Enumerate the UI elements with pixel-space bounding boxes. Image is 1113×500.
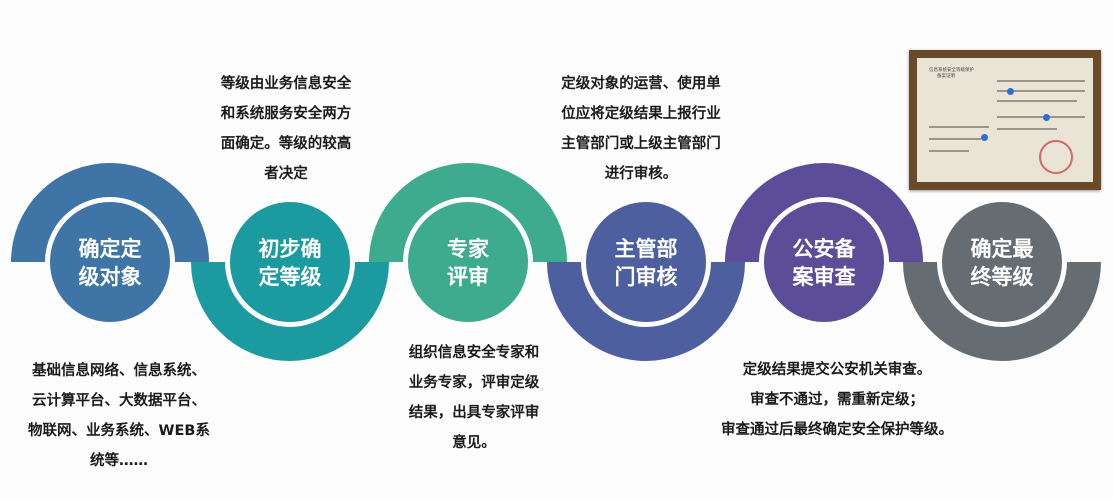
certificate-text-line <box>997 100 1077 102</box>
note-line: 定级对象的运营、使用单 <box>561 76 721 92</box>
step-label-line: 终等级 <box>971 265 1034 289</box>
step-label-line: 主管部 <box>615 237 678 261</box>
flow-arc-1 <box>11 163 209 263</box>
certificate-red-stamp <box>1039 140 1073 174</box>
step-3: 专家评审 <box>408 202 528 322</box>
certificate-photo: 信息系统安全等级保护 备案证明 <box>909 50 1101 190</box>
step-circle <box>408 202 528 322</box>
certificate-text-line <box>929 126 989 128</box>
certificate-text-line <box>997 116 1085 118</box>
note-line: 结果，出具专家评审 <box>408 405 540 421</box>
certificate-blue-dot <box>981 134 988 141</box>
step-circle <box>764 202 884 322</box>
certificate-paper: 信息系统安全等级保护 备案证明 <box>917 58 1093 182</box>
step-circle <box>586 202 706 322</box>
flow-arc-6 <box>903 261 1101 361</box>
step-label-line: 级对象 <box>79 265 142 289</box>
note-line: 等级由业务信息安全 <box>220 76 352 92</box>
note-line: 位应将定级结果上报行业 <box>561 106 721 122</box>
note-line: 意见。 <box>452 435 496 451</box>
flow-arc-5 <box>725 163 923 263</box>
certificate-text-line <box>997 80 1085 82</box>
certificate-blue-dot <box>1007 88 1014 95</box>
note-line: 者决定 <box>264 166 308 182</box>
step-label-line: 定等级 <box>259 265 322 289</box>
step-circle <box>230 202 350 322</box>
step-label-line: 专家 <box>447 237 490 261</box>
certificate-text-line <box>997 128 1057 130</box>
note-line: 进行审核。 <box>604 166 678 182</box>
note-line: 统等…… <box>90 453 148 469</box>
step-label-line: 初步确 <box>259 237 322 261</box>
step-label-line: 门审核 <box>615 265 678 289</box>
note-line: 和系统服务安全两方 <box>220 106 352 122</box>
certificate-text-line <box>929 150 969 152</box>
note-line: 基础信息网络、信息系统、 <box>32 363 206 379</box>
certificate-text-line <box>929 138 981 140</box>
note-step-2: 等级由业务信息安全 和系统服务安全两方 面确定。等级的较高 者决定 <box>198 69 374 189</box>
certificate-title: 信息系统安全等级保护 备案证明 <box>929 68 999 80</box>
certificate-blue-dot <box>1043 114 1050 121</box>
note-line: 定级结果提交公安机关审查。 <box>742 362 932 378</box>
step-label-line: 公安备 <box>793 237 857 261</box>
note-step-1: 基础信息网络、信息系统、 云计算平台、大数据平台、 物联网、业务系统、WEB系 … <box>10 356 228 476</box>
flow-arc-4 <box>547 261 745 361</box>
certificate-text-line <box>997 90 1085 92</box>
certificate-title-line: 信息系统安全等级保护 <box>929 68 974 73</box>
flow-arc-2 <box>191 261 389 361</box>
step-circle <box>50 202 170 322</box>
certificate-title-line: 备案证明 <box>937 74 955 79</box>
note-step-3: 组织信息安全专家和 业务专家，评审定级 结果，出具专家评审 意见。 <box>386 338 562 458</box>
note-line: 云计算平台、大数据平台、 <box>32 393 206 409</box>
step-label-line: 确定最 <box>971 237 1035 261</box>
step-label-line: 评审 <box>447 265 489 289</box>
note-line: 审查通过后最终确定安全保护等级。 <box>721 422 953 438</box>
step-label-line: 案审查 <box>792 265 856 289</box>
note-line: 审查不通过，需重新定级； <box>750 392 924 408</box>
note-line: 物联网、业务系统、WEB系 <box>28 423 210 439</box>
note-step-4: 定级对象的运营、使用单 位应将定级结果上报行业 主管部门或上级主管部门 进行审核… <box>543 69 739 189</box>
note-line: 面确定。等级的较高 <box>220 136 352 152</box>
note-line: 组织信息安全专家和 <box>408 345 540 361</box>
note-line: 业务专家，评审定级 <box>408 375 540 391</box>
note-line: 主管部门或上级主管部门 <box>561 136 721 152</box>
step-circle <box>942 202 1062 322</box>
step-label-line: 确定定 <box>79 237 142 261</box>
flow-arc-3 <box>369 163 567 263</box>
note-step-5: 定级结果提交公安机关审查。 审查不通过，需重新定级； 审查通过后最终确定安全保护… <box>703 355 971 445</box>
